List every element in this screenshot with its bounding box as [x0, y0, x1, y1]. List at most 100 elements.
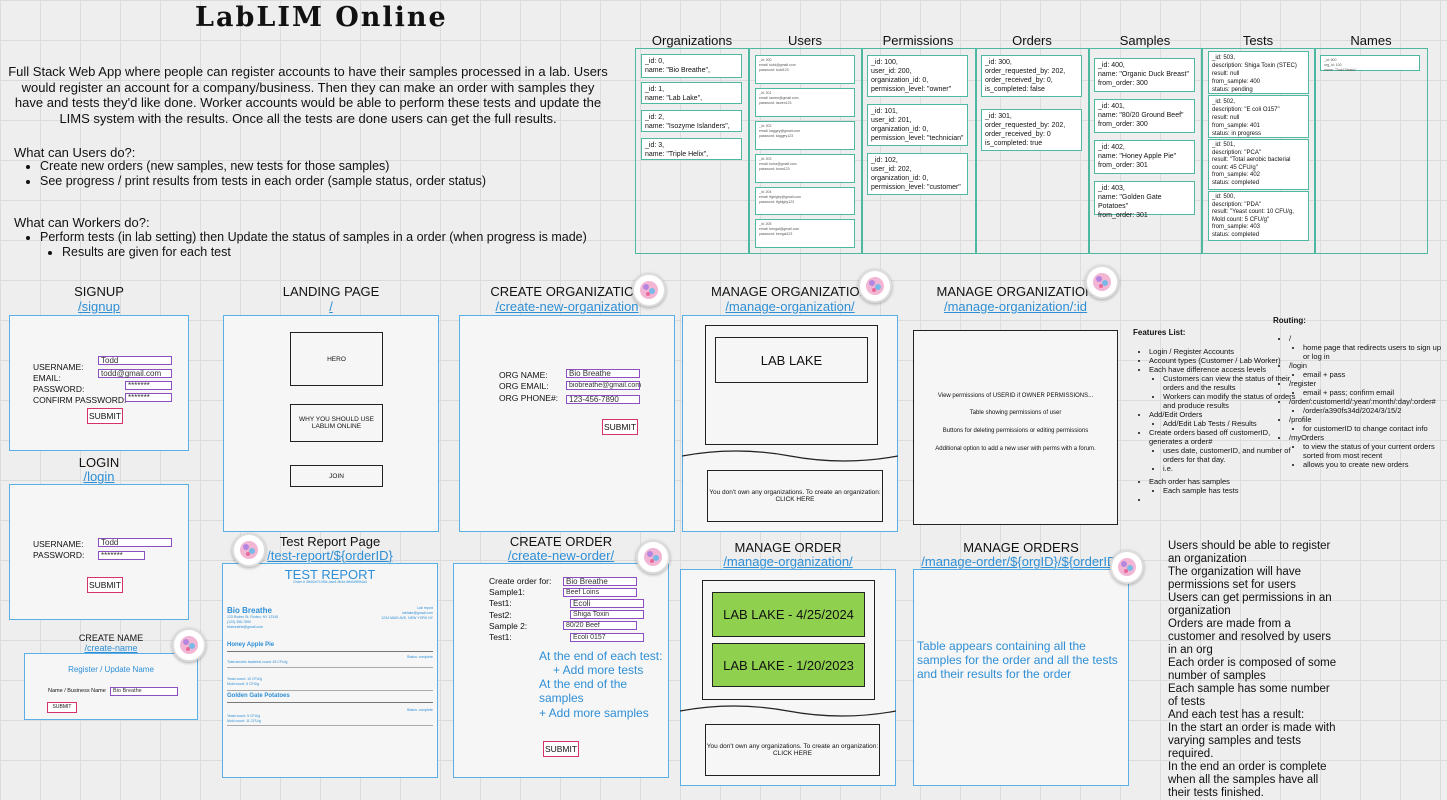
email-field[interactable]: todd@gmail.com	[98, 369, 172, 378]
manage-org-panel	[682, 315, 898, 532]
names-column	[1315, 48, 1428, 254]
landing-title: LANDING PAGE	[282, 284, 380, 299]
hero-section: HERO	[290, 332, 383, 386]
add-more-tests-link[interactable]: + Add more tests	[553, 663, 644, 677]
manage-orders-title: MANAGE ORDERS	[963, 540, 1079, 555]
password-field[interactable]: *******	[98, 551, 145, 560]
avatar	[232, 533, 266, 567]
org-email-field[interactable]: biobreathe@gmail.com	[566, 381, 641, 390]
join-button[interactable]: JOIN	[290, 465, 383, 487]
note-line: In the end an order is complete when all…	[1168, 761, 1327, 799]
create-name-route[interactable]: /create-name	[84, 643, 138, 653]
avatar	[172, 628, 206, 662]
requirements-notes: Users should be able to register an orga…	[1168, 540, 1338, 800]
org-card[interactable]: LAB LAKE	[715, 337, 868, 383]
report-org-name: Bio Breathe	[227, 606, 272, 615]
report-sample-name: Honey Apple Pie	[227, 642, 275, 648]
list-item: Add/Edit Lab Tests / Results	[1163, 419, 1299, 428]
login-submit-button[interactable]: SUBMIT	[87, 577, 123, 593]
landing-route[interactable]: /	[329, 299, 333, 314]
create-org-submit-button[interactable]: SUBMIT	[602, 419, 638, 435]
manage-order-route[interactable]: /manage-organization/	[723, 554, 853, 569]
list-item: i.e.	[1163, 464, 1299, 473]
list-item: uses date, customerID, and number of ord…	[1163, 446, 1299, 464]
manage-orders-route[interactable]: /manage-order/${orgID}/${orderID}	[921, 554, 1121, 569]
manage-org-title: MANAGE ORGANIZATION	[711, 284, 869, 299]
permissions-note: Additional option to add a new user with…	[935, 446, 1096, 452]
name-field[interactable]: Bio Breathe	[110, 687, 178, 696]
avatar	[632, 273, 666, 307]
password-field[interactable]: *******	[125, 381, 172, 390]
signup-route[interactable]: /signup	[78, 299, 120, 314]
manage-org-route[interactable]: /manage-organization/	[725, 299, 855, 314]
create-order-route[interactable]: /create-new-order/	[507, 548, 615, 563]
list-item: Add/Edit Orders	[1149, 410, 1299, 419]
note-line: Users can get permissions in an organiza…	[1168, 592, 1332, 617]
test-report-panel	[222, 563, 438, 778]
note-line: In the start an order is made with varyi…	[1168, 722, 1336, 760]
order-for-field[interactable]: Bio Breathe	[563, 577, 637, 586]
report-test-result: Yeast count: 10 CFU/g Mold count: 5 CFU/…	[227, 677, 263, 686]
create-org-route[interactable]: /create-new-organization	[495, 299, 639, 314]
org-record: _id: 2, name: "Isozyme Islanders",	[641, 110, 742, 132]
add-more-samples-link[interactable]: + Add more samples	[539, 706, 649, 720]
report-sample-status: Status: complete	[406, 708, 433, 712]
order-record: _id: 301, order_requested_by: 202, order…	[981, 109, 1082, 151]
permission-record: _id: 100, user_id: 200, organization_id:…	[867, 55, 968, 97]
test-field[interactable]: Ecoli	[570, 599, 644, 608]
report-divider	[227, 702, 433, 703]
table-header-orders: Orders	[1012, 33, 1052, 48]
sample-label: Sample 2:	[489, 621, 528, 631]
order-card[interactable]: LAB LAKE - 4/25/2024	[712, 592, 865, 637]
order-card[interactable]: LAB LAKE - 1/20/2023	[712, 643, 865, 687]
create-org-title: CREATE ORGANIZATION	[490, 284, 644, 299]
list-item: Results are given for each test	[62, 245, 600, 260]
login-route[interactable]: /login	[83, 469, 115, 484]
user-record: _id: 200 email: todd@gmail.com password:…	[755, 55, 855, 84]
org-name-field[interactable]: Bio Breathe	[566, 369, 640, 378]
name-record: _id: 600 org_id: 100 name: "Todd Stasko"	[1320, 55, 1420, 72]
list-item: /	[1289, 334, 1441, 343]
list-item: to view the status of your current order…	[1303, 442, 1441, 460]
table-header-permissions: Permissions	[882, 33, 954, 48]
org-phone-field[interactable]: 123-456-7890	[566, 395, 640, 404]
list-item: Workers can modify the status of orders …	[1163, 392, 1299, 410]
test-field[interactable]: Ecoli 0157	[570, 633, 644, 642]
create-org-panel	[459, 315, 675, 532]
test-field[interactable]: Shiga Toxin	[570, 610, 644, 619]
create-name-submit-button[interactable]: SUBMIT	[47, 702, 77, 713]
orders-column	[976, 48, 1089, 254]
report-sample-name: Golden Gate Potatoes	[227, 693, 290, 699]
user-record: _id: 204 email: tfgbigby@gmail.com passw…	[755, 187, 855, 215]
list-item: Each sample has tests	[1163, 486, 1299, 495]
workers-question: What can Workers do?:	[14, 215, 150, 230]
username-field[interactable]: Todd	[98, 538, 172, 547]
manage-org-id-route[interactable]: /manage-organization/:id	[943, 299, 1088, 314]
username-label: USERNAME:	[33, 539, 84, 549]
report-org-address: 123 Rodeo St, Rodeo, NY 12345 (123) 456-…	[227, 615, 279, 629]
empty-state-message[interactable]: You don't own any organizations. To crea…	[707, 470, 883, 522]
routing-title: Routing:	[1273, 316, 1306, 325]
user-record: _id: 205 email: bengal@gmail.com passwor…	[755, 219, 855, 248]
confirm-password-field[interactable]: *******	[125, 393, 172, 402]
note-line: Orders are made from a customer and reso…	[1168, 618, 1331, 656]
list-item: home page that redirects users to sign u…	[1303, 343, 1441, 361]
empty-state-message[interactable]: You don't own any organizations. To crea…	[705, 724, 880, 776]
test-report-route[interactable]: /test-report/${orderID}	[267, 548, 393, 563]
username-field[interactable]: Todd	[98, 356, 172, 365]
list-item: email + pass	[1303, 370, 1441, 379]
sample-record: _id: 400, name: "Organic Duck Breast" fr…	[1094, 58, 1195, 92]
landing-panel	[223, 315, 439, 532]
test-record: _id: 500, description: "PDA" result: "Ye…	[1208, 191, 1309, 241]
note-line: Users should be able to register an orga…	[1168, 540, 1331, 565]
create-order-submit-button[interactable]: SUBMIT	[543, 741, 579, 757]
report-divider	[227, 651, 433, 652]
signup-submit-button[interactable]: SUBMIT	[87, 408, 123, 424]
table-header-users: Users	[788, 33, 822, 48]
avatar	[1110, 550, 1144, 584]
note-line: Each order is composed of some number of…	[1168, 657, 1337, 682]
sample-field[interactable]: Beef Loins	[563, 588, 637, 597]
username-label: USERNAME:	[33, 362, 84, 372]
sample-record: _id: 401, name: "80/20 Ground Beef" from…	[1094, 99, 1195, 133]
sample-field[interactable]: 80/20 Beef	[563, 621, 637, 630]
